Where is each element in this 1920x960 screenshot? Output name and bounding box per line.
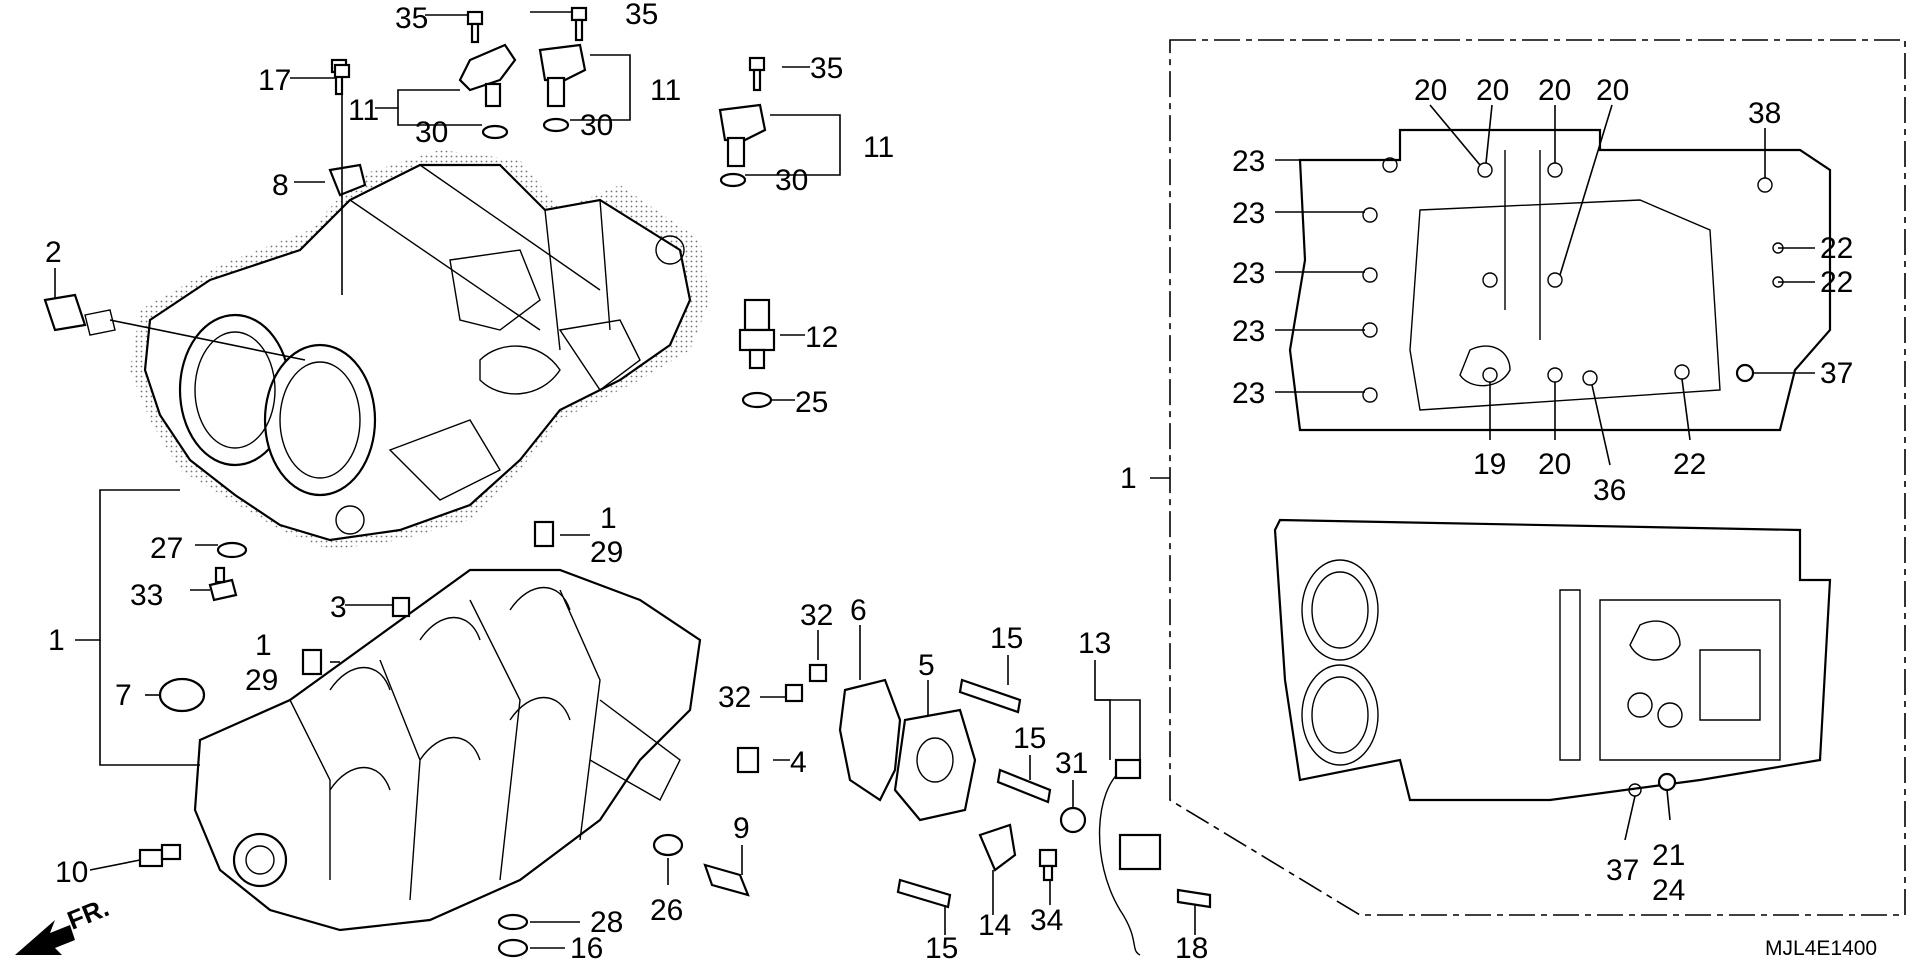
callout-16: 16 (570, 932, 603, 960)
callout-3: 3 (330, 591, 347, 624)
callout-20: 20 (1596, 74, 1629, 107)
callout-22: 22 (1673, 448, 1706, 481)
callout-9: 9 (733, 812, 750, 845)
callout-32: 32 (800, 599, 833, 632)
callout-11: 11 (348, 94, 379, 127)
callout-21: 21 (1652, 839, 1685, 872)
right-panel (1169, 39, 1906, 916)
callout-24: 24 (1652, 874, 1685, 907)
small-parts (43, 6, 828, 958)
callout-22: 22 (1820, 266, 1853, 299)
callout-28: 28 (590, 906, 623, 939)
callout-4: 4 (790, 746, 807, 779)
callout-19: 19 (1473, 448, 1506, 481)
callout-20: 20 (1538, 448, 1571, 481)
callout-18: 18 (1175, 932, 1208, 960)
callout-30: 30 (580, 109, 613, 142)
callout-38: 38 (1748, 97, 1781, 130)
callout-17: 17 (258, 64, 291, 97)
middle-parts (838, 678, 1212, 956)
callout-labels: 35 35 35 17 11 30 11 30 11 30 8 2 12 25 … (45, 0, 1877, 960)
upper-crankcase (130, 150, 710, 550)
callout-23: 23 (1232, 145, 1265, 178)
callout-1: 1 (600, 502, 617, 535)
callout-14: 14 (978, 909, 1011, 942)
callout-26: 26 (650, 894, 683, 927)
callout-7: 7 (115, 679, 132, 712)
callout-12: 12 (805, 321, 838, 354)
leader-lines (54, 11, 1815, 949)
callout-29: 29 (590, 536, 623, 569)
callout-15: 15 (925, 932, 958, 960)
callout-6: 6 (850, 594, 867, 627)
callout-1: 1 (48, 624, 65, 657)
callout-32: 32 (718, 681, 751, 714)
diagram-code: MJL4E1400 (1765, 937, 1877, 960)
callout-5: 5 (918, 649, 935, 682)
front-arrow-icon (15, 920, 75, 955)
callout-13: 13 (1078, 627, 1111, 660)
callout-30: 30 (775, 164, 808, 197)
callout-1: 1 (255, 629, 272, 662)
callout-33: 33 (130, 579, 163, 612)
callout-2: 2 (45, 236, 62, 269)
callout-10: 10 (55, 856, 88, 889)
callout-30: 30 (415, 116, 448, 149)
callout-20: 20 (1476, 74, 1509, 107)
callout-1: 1 (1120, 462, 1137, 495)
callout-35: 35 (625, 0, 658, 31)
callout-29: 29 (245, 664, 278, 697)
callout-23: 23 (1232, 377, 1265, 410)
callout-27: 27 (150, 532, 183, 565)
callout-37: 37 (1820, 357, 1853, 390)
callout-23: 23 (1232, 197, 1265, 230)
callout-11: 11 (650, 74, 681, 107)
callout-20: 20 (1414, 74, 1447, 107)
callout-31: 31 (1055, 747, 1088, 780)
callout-23: 23 (1232, 315, 1265, 348)
callout-37: 37 (1606, 854, 1639, 887)
callout-35: 35 (810, 52, 843, 85)
callout-35: 35 (395, 2, 428, 35)
callout-36: 36 (1593, 474, 1626, 507)
callout-20: 20 (1538, 74, 1571, 107)
callout-8: 8 (272, 169, 289, 202)
callout-25: 25 (795, 386, 828, 419)
callout-34: 34 (1030, 904, 1063, 937)
callout-22: 22 (1820, 232, 1853, 265)
lower-crankcase (193, 568, 702, 932)
callout-11: 11 (863, 131, 894, 164)
callout-15: 15 (990, 622, 1023, 655)
callout-15: 15 (1013, 722, 1046, 755)
callout-23: 23 (1232, 257, 1265, 290)
